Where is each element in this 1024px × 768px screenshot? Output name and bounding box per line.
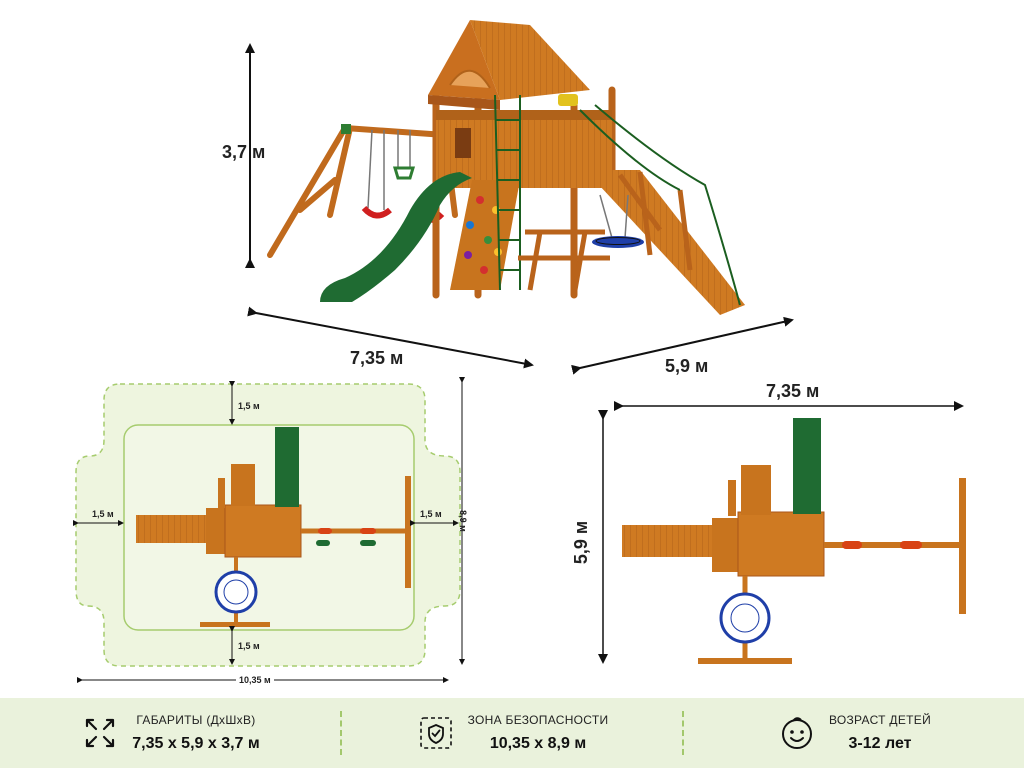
- expand-arrows-icon: [80, 713, 120, 753]
- zone-top-label: 1,5 м: [238, 401, 260, 411]
- zone-right-label: 1,5 м: [420, 509, 442, 519]
- rope-ladder: [494, 94, 521, 291]
- child-face-icon: [777, 713, 817, 753]
- climbing-wall: [450, 180, 520, 290]
- safety-zone-icon: [416, 713, 456, 753]
- divider: [340, 711, 342, 755]
- zone-plan-playset: [136, 427, 411, 627]
- stat-dimensions-value: 7,35 х 5,9 х 3,7 м: [132, 735, 260, 752]
- playset-illustration: [267, 20, 745, 315]
- stat-dimensions: ГАБАРИТЫ (ДхШхВ) 7,35 х 5,9 х 3,7 м: [0, 698, 340, 768]
- length-arrow: [247, 306, 534, 369]
- hero-length-label: 7,35 м: [350, 348, 404, 368]
- stat-safety-zone-title: ЗОНА БЕЗОПАСНОСТИ: [467, 713, 609, 727]
- stat-dimensions-title: ГАБАРИТЫ (ДхШхВ): [136, 713, 256, 727]
- safety-zone-plan: [73, 377, 465, 683]
- zone-bottom-label: 1,5 м: [238, 641, 260, 651]
- specs-bar: ГАБАРИТЫ (ДхШхВ) 7,35 х 5,9 х 3,7 м ЗОНА…: [0, 698, 1024, 768]
- stat-safety-zone-value: 10,35 х 8,9 м: [489, 735, 587, 752]
- stat-age-title: ВОЗРАСТ ДЕТЕЙ: [828, 713, 932, 727]
- top-plan: [598, 401, 966, 664]
- hero-depth-label: 5,9 м: [665, 356, 709, 376]
- stat-age-value: 3-12 лет: [848, 735, 912, 752]
- top-plan-height-label: 5,9 м: [571, 520, 592, 565]
- stat-age: ВОЗРАСТ ДЕТЕЙ 3-12 лет: [684, 698, 1024, 768]
- zone-width-label: 10,35 м: [236, 675, 274, 685]
- depth-arrow: [571, 316, 794, 375]
- zone-height-label: 8,9 м: [457, 510, 468, 532]
- nest-swing: [592, 194, 644, 248]
- slide: [320, 172, 472, 302]
- roof: [428, 20, 590, 110]
- diagram-graphics: [73, 20, 966, 683]
- picnic-table: [518, 229, 610, 291]
- hero-height-label: 3,7 м: [222, 142, 266, 162]
- divider: [682, 711, 684, 755]
- stat-safety-zone: ЗОНА БЕЗОПАСНОСТИ 10,35 х 8,9 м: [342, 698, 682, 768]
- ramp: [585, 170, 745, 315]
- diagram-stage: 3,7 м 7,35 м 5,9 м 1,5 м 1,5 м 1,5 м 1,5…: [73, 20, 966, 685]
- top-plan-width-label: 7,35 м: [766, 381, 820, 401]
- zone-left-label: 1,5 м: [92, 509, 114, 519]
